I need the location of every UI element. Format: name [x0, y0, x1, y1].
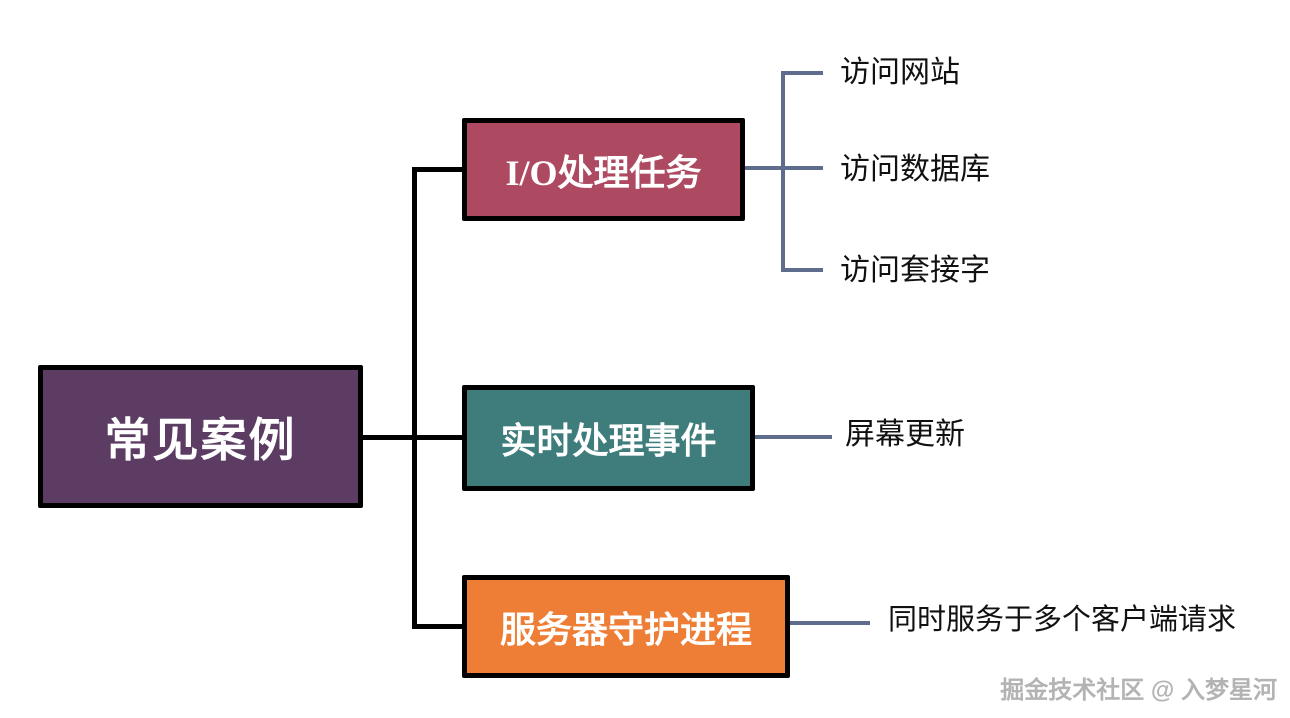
connector-daemon-leaf: [790, 621, 870, 625]
connector-realtime-leaf: [755, 435, 832, 439]
node-io-tasks-label: I/O处理任务: [505, 152, 702, 193]
connector-trunk-to-io: [412, 167, 462, 172]
leaf-visit-website: 访问网站: [840, 56, 960, 89]
leaf-multiple-clients: 同时服务于多个客户端请求: [888, 604, 1237, 636]
connector-io-leaf-top: [781, 71, 823, 75]
node-realtime-events-label: 实时处理事件: [500, 420, 717, 461]
node-server-daemon-label: 服务器守护进程: [499, 608, 752, 650]
leaf-access-database: 访问数据库: [840, 153, 990, 186]
node-realtime-events: 实时处理事件: [462, 385, 755, 491]
connector-io-leaf-bottom: [781, 268, 823, 272]
node-server-daemon: 服务器守护进程: [462, 575, 790, 678]
connector-io-vertical: [781, 71, 785, 272]
node-root-label: 常见案例: [104, 413, 297, 466]
watermark: 掘金技术社区 @ 入梦星河: [1000, 677, 1277, 704]
node-root: 常见案例: [38, 365, 363, 508]
connector-trunk-to-daemon: [412, 624, 462, 629]
leaf-screen-update: 屏幕更新: [845, 418, 965, 451]
leaf-access-socket: 访问套接字: [840, 254, 990, 287]
connector-trunk-vertical: [412, 167, 417, 627]
node-io-tasks: I/O处理任务: [462, 118, 745, 221]
